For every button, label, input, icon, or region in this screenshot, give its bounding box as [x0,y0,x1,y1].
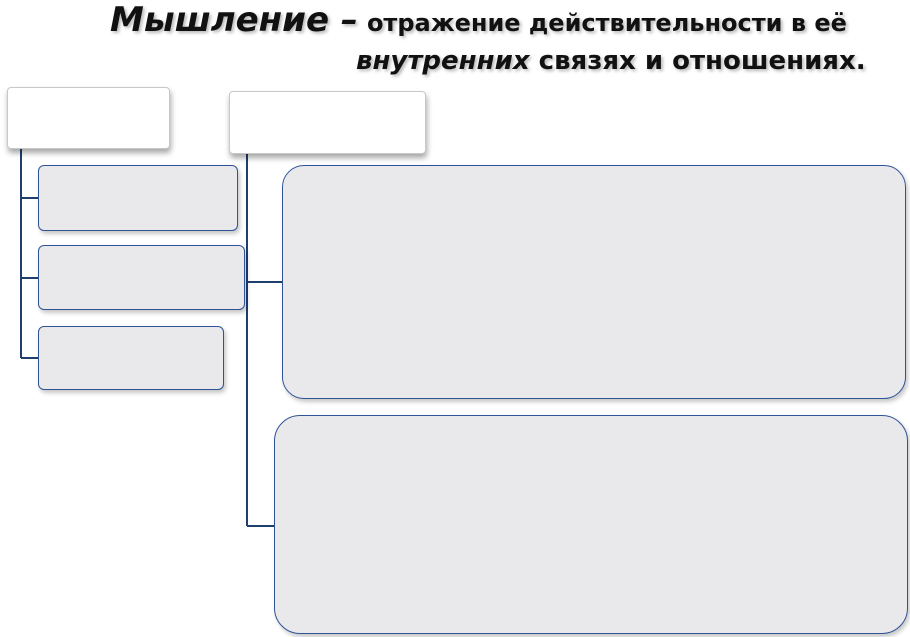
right-child-box-1 [282,165,906,399]
diagram-title: Мышление – отражение действительности в … [110,0,847,43]
title-definition-line1: отражение действительности в её [366,9,847,37]
title-term: Мышление – [110,0,358,40]
header-box-left [7,87,170,149]
left-child-box-3 [38,326,224,390]
title-italic-word: внутренних [356,46,530,76]
right-child-box-2 [274,415,908,634]
title-definition-line2: связях и отношениях. [538,46,866,76]
left-child-box-1 [38,165,238,231]
left-child-box-2 [38,245,245,310]
diagram-title-line2: внутренних связях и отношениях. [356,43,866,79]
header-box-right [229,91,426,154]
